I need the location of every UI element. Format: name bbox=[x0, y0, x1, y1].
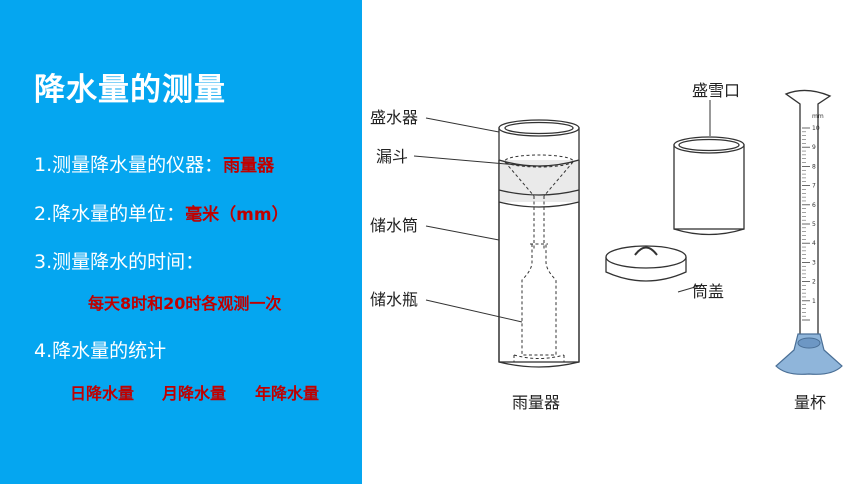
item-stats-label: 4.降水量的统计 bbox=[34, 340, 167, 362]
rain-gauge-figure: mm 10 9 8 7 6 5 4 3 2 1 盛水器 漏斗 储水筒 储水瓶 雨量器 盛雪口 筒盖… bbox=[362, 0, 860, 484]
item-unit-label: 2.降水量的单位： bbox=[34, 203, 186, 225]
label-storage-bottle: 储水瓶 bbox=[370, 290, 418, 309]
label-rain-gauge: 雨量器 bbox=[512, 393, 560, 412]
cup-scale: 10 9 8 7 6 5 4 3 2 1 bbox=[802, 125, 820, 321]
item-stats: 4.降水量的统计 bbox=[34, 336, 166, 363]
tube-cover bbox=[605, 245, 687, 282]
label-water-collector: 盛水器 bbox=[370, 108, 418, 127]
page-title: 降水量的测量 bbox=[34, 72, 226, 108]
item-time-answer: 每天8时和20时各观测一次 bbox=[88, 294, 282, 313]
stats-monthly: 月降水量 bbox=[162, 384, 227, 403]
stats-daily: 日降水量 bbox=[70, 384, 135, 403]
label-funnel: 漏斗 bbox=[376, 147, 408, 166]
cup-tick-label: 7 bbox=[812, 183, 816, 190]
left-panel: 降水量的测量 1.测量降水量的仪器：雨量器 2.降水量的单位：毫米（mm） 3.… bbox=[0, 0, 362, 484]
item-unit-answer: 毫米（mm） bbox=[185, 205, 289, 225]
item-time: 3.测量降水的时间： bbox=[34, 247, 204, 274]
cup-unit-label: mm bbox=[812, 113, 824, 120]
item-instrument-answer: 雨量器 bbox=[223, 156, 275, 176]
cup-tick-label: 5 bbox=[812, 221, 816, 228]
rain-gauge-diagram: mm 10 9 8 7 6 5 4 3 2 1 盛水器 漏斗 储水筒 储水瓶 雨量器 盛雪口 筒盖… bbox=[370, 81, 843, 412]
cup-tick-label: 1 bbox=[812, 298, 816, 305]
label-tube-cover: 筒盖 bbox=[692, 282, 724, 301]
cup-tick-label: 9 bbox=[812, 144, 816, 151]
cup-tick-label: 2 bbox=[812, 279, 816, 286]
item-time-label: 3.测量降水的时间： bbox=[34, 251, 205, 273]
stats-yearly: 年降水量 bbox=[255, 384, 320, 403]
label-storage-tube: 储水筒 bbox=[370, 216, 418, 235]
item-unit: 2.降水量的单位：毫米（mm） bbox=[34, 199, 289, 226]
label-snow-port: 盛雪口 bbox=[692, 81, 740, 100]
cup-tick-label: 10 bbox=[812, 125, 820, 132]
cup-tick-label: 8 bbox=[812, 163, 816, 170]
rain-gauge-cylinder bbox=[498, 119, 580, 368]
leader-lines bbox=[413, 100, 711, 323]
cup-tick-label: 4 bbox=[812, 240, 816, 247]
item-instrument: 1.测量降水量的仪器：雨量器 bbox=[34, 150, 274, 177]
cup-tick-label: 3 bbox=[812, 259, 816, 266]
item-instrument-label: 1.测量降水量的仪器： bbox=[34, 154, 224, 176]
label-measuring-cup: 量杯 bbox=[794, 393, 826, 412]
measuring-cup: mm 10 9 8 7 6 5 4 3 2 1 bbox=[775, 89, 843, 375]
snow-port-cylinder bbox=[673, 136, 745, 236]
cup-tick-label: 6 bbox=[812, 202, 816, 209]
